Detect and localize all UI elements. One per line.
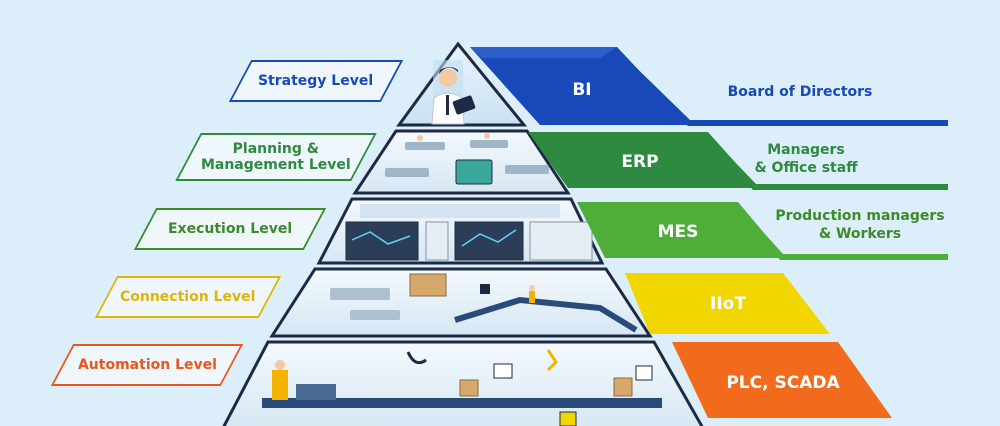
- band-erp: [528, 132, 758, 188]
- band-iiot: [625, 273, 830, 334]
- system-label-plc-scada: PLC, SCADA: [726, 373, 840, 393]
- system-label-erp: ERP: [621, 152, 658, 172]
- system-label-bi: BI: [572, 80, 591, 100]
- band-erp-tail: [703, 132, 948, 190]
- manager-illustration: [431, 60, 476, 125]
- band-bi-gloss: [470, 47, 617, 58]
- system-label-mes: MES: [658, 222, 699, 242]
- level-label-automation: Automation Level: [50, 344, 244, 386]
- level-label-connection: Connection Level: [94, 276, 282, 318]
- office-illustration: [385, 133, 549, 185]
- audience-board-of-directors: Board of Directors: [727, 84, 873, 100]
- level-label-strategy: Strategy Level: [228, 60, 404, 102]
- band-plc-scada: [672, 342, 892, 418]
- system-bands: [470, 47, 948, 418]
- level-label-planning: Planning &Management Level: [175, 133, 377, 181]
- pyramid-tier-connection: [269, 267, 653, 338]
- level-label-execution: Execution Level: [133, 208, 327, 250]
- factory-floor-illustration: [330, 273, 638, 333]
- system-labels: BI ERP MES IIoT PLC, SCADA: [572, 80, 840, 393]
- audience-managers-office-staff: Managers& Office staff: [754, 142, 858, 176]
- band-mes: [577, 202, 785, 258]
- automation-illustration: [262, 349, 662, 426]
- audience-production-managers-workers: Production managers& Workers: [775, 208, 945, 242]
- system-label-iiot: IIoT: [710, 294, 746, 314]
- band-mes-tail: [733, 202, 948, 260]
- control-room-illustration: [345, 204, 593, 261]
